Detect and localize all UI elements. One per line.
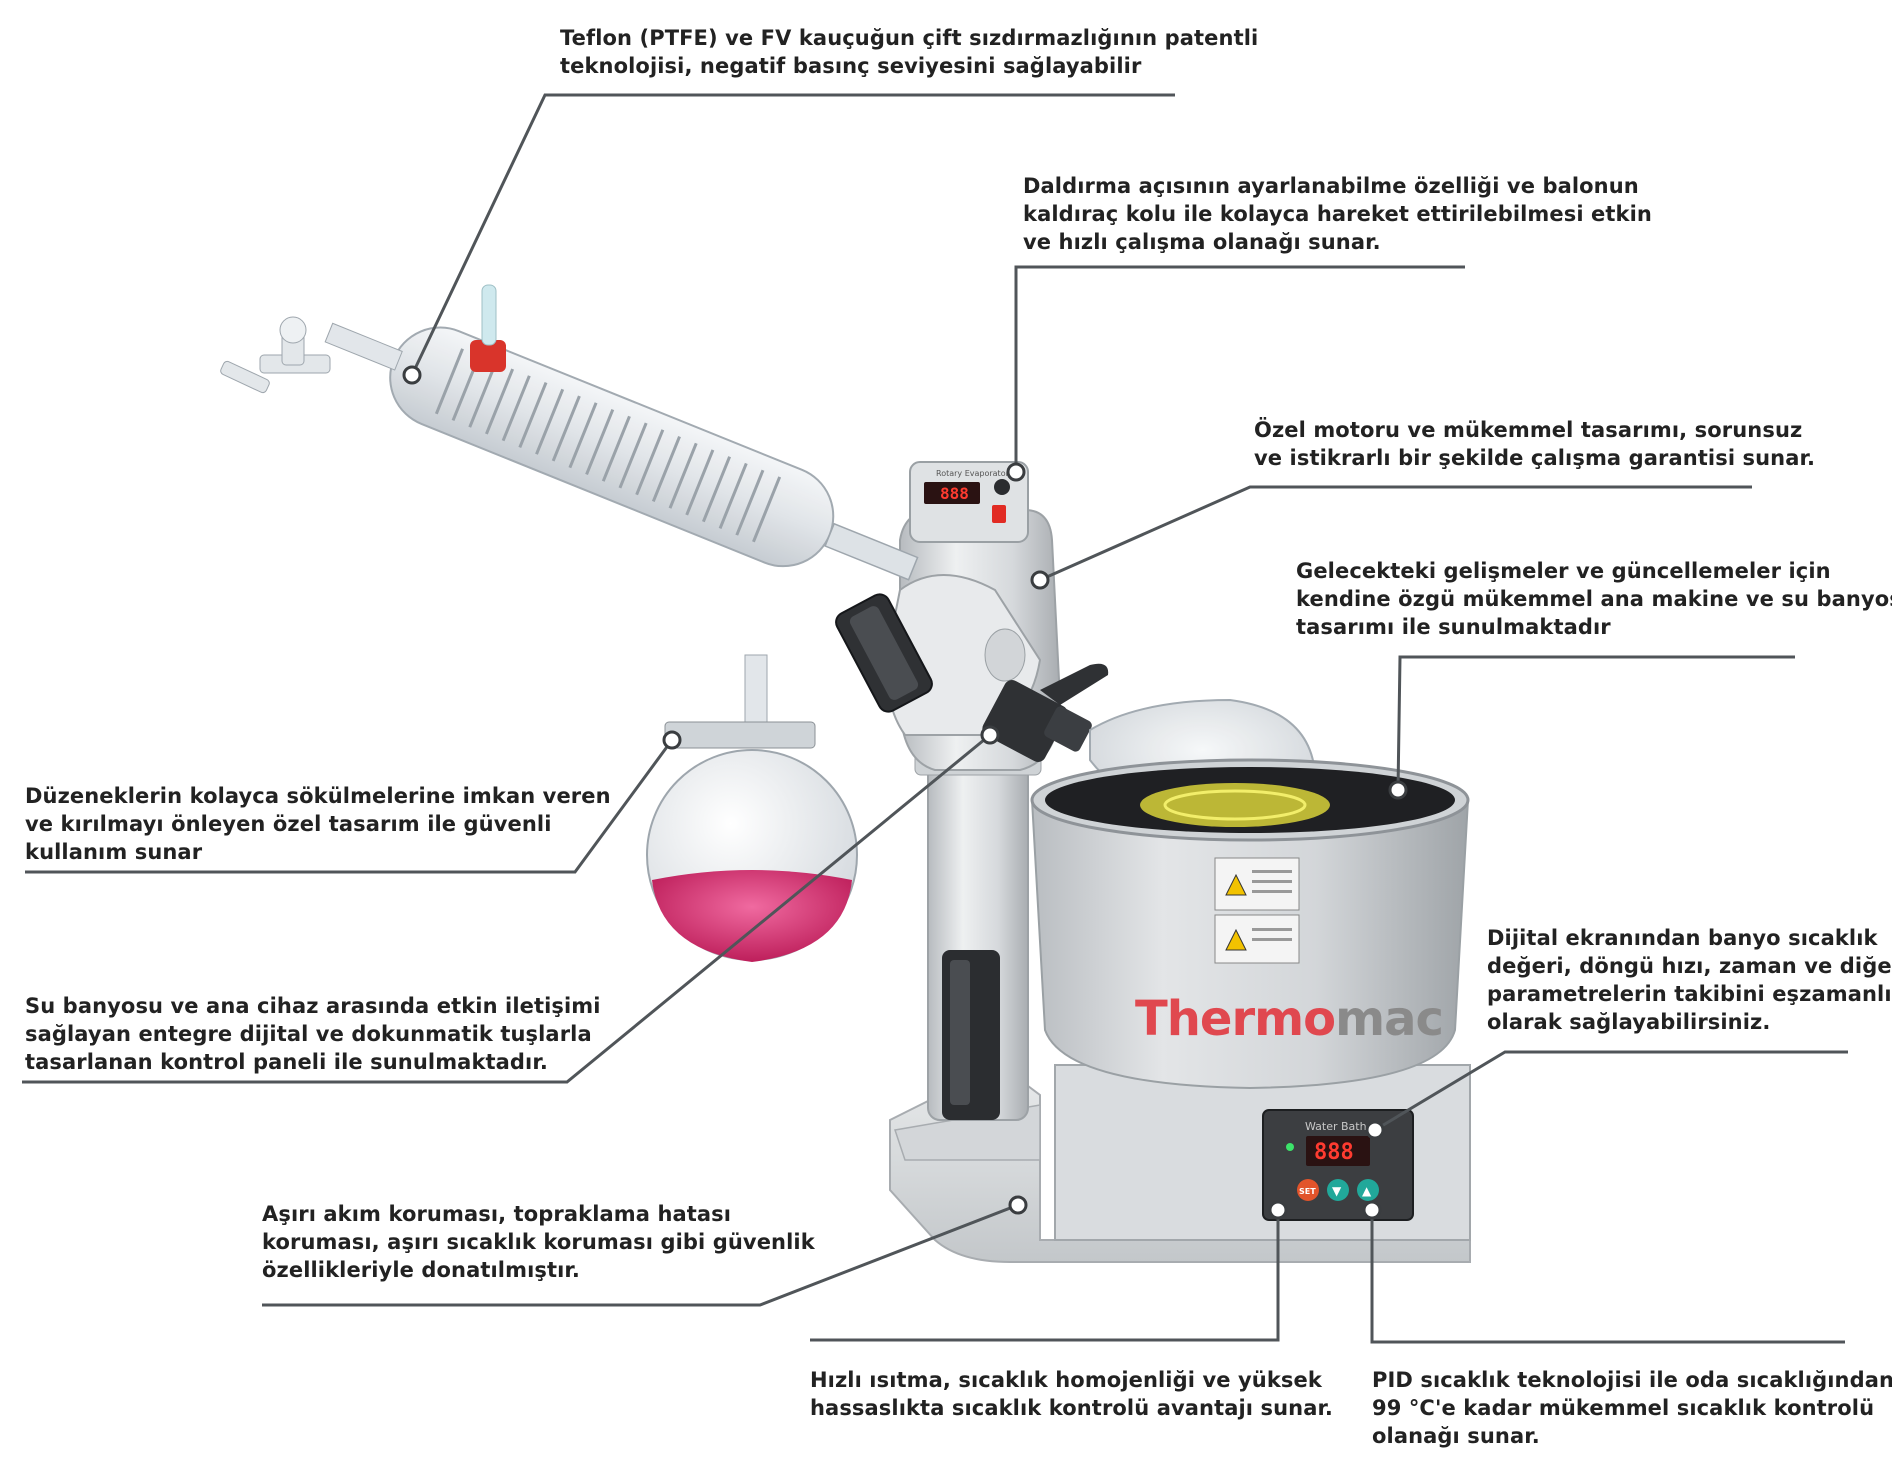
- down-button[interactable]: [1327, 1179, 1349, 1201]
- callout-asiri-line-1: Aşırı akım koruması, topraklama hatası: [262, 1202, 732, 1226]
- callout-subanyosu: Su banyosu ve ana cihaz arasında etkin i…: [25, 992, 601, 1076]
- rotovap-panel-label: Rotary Evaporator: [936, 469, 1010, 478]
- callout-subanyosu-line-3: tasarlanan kontrol paneli ile sunulmakta…: [25, 1050, 548, 1074]
- callout-daldirma-line-2: kaldıraç kolu ile kolayca hareket ettiri…: [1023, 202, 1652, 226]
- callout-pid: PID sıcaklık teknolojisi ile oda sıcaklı…: [1372, 1366, 1892, 1450]
- rotovap-display: [924, 482, 980, 504]
- callout-pid-line-1: PID sıcaklık teknolojisi ile oda sıcaklı…: [1372, 1368, 1892, 1392]
- callout-gelecek-line-2: kendine özgü mükemmel ana makine ve su b…: [1296, 587, 1892, 611]
- condenser-coil: [434, 348, 782, 543]
- callout-gelecek: Gelecekteki gelişmeler ve güncellemeler …: [1296, 557, 1892, 641]
- callout-pid-line-2: 99 °C'e kadar mükemmel sıcaklık kontrolü: [1372, 1396, 1875, 1420]
- callout-daldirma: Daldırma açısının ayarlanabilme özelliği…: [1023, 172, 1652, 256]
- device: Rotary Evaporator 888: [220, 284, 1471, 1263]
- callout-motor-line-2: ve istikrarlı bir şekilde çalışma garant…: [1254, 446, 1816, 470]
- callout-subanyosu-line-1: Su banyosu ve ana cihaz arasında etkin i…: [25, 994, 601, 1018]
- flask-clamp: [664, 721, 816, 749]
- callout-duzenek-line-1: Düzeneklerin kolayca sökülmelerine imkan…: [25, 784, 611, 808]
- callout-motor-line-1: Özel motoru ve mükemmel tasarımı, soruns…: [1254, 418, 1803, 442]
- set-button-label: SET: [1299, 1187, 1316, 1196]
- callout-subanyosu-line-2: sağlayan entegre dijital ve dokunmatik t…: [25, 1022, 592, 1046]
- callout-duzenek-line-3: kullanım sunar: [25, 840, 203, 864]
- callout-teflon: Teflon (PTFE) ve FV kauçuğun çift sızdır…: [560, 24, 1258, 80]
- bath-indicator-led: [1286, 1143, 1294, 1151]
- callout-daldirma-line-1: Daldırma açısının ayarlanabilme özelliği…: [1023, 174, 1639, 198]
- bath-display: [1306, 1136, 1370, 1166]
- flask-nut: [982, 680, 1068, 762]
- leader-teflon: [410, 93, 1175, 376]
- condenser-glass: [389, 326, 835, 568]
- bath-panel-label: Water Bath: [1305, 1120, 1367, 1133]
- warning-label-1: [1214, 857, 1300, 911]
- rotovap-display-value: 888: [940, 484, 969, 503]
- leader-pid: [1370, 1210, 1845, 1344]
- leader-daldirma: [1014, 265, 1465, 472]
- flask-liquid: [652, 870, 852, 962]
- callout-duzenek: Düzeneklerin kolayca sökülmelerine imkan…: [25, 782, 611, 866]
- set-button[interactable]: [1297, 1179, 1319, 1201]
- hose: [481, 284, 497, 346]
- lift-lever[interactable]: [1040, 663, 1109, 705]
- brand-part-1: Thermo: [1135, 991, 1335, 1047]
- rotovap-speed-knob[interactable]: [994, 479, 1010, 495]
- bath-display-value: 888: [1314, 1140, 1354, 1165]
- callout-dijital-line-2: değeri, döngü hızı, zaman ve diğer: [1487, 954, 1892, 978]
- callout-hizli-line-1: Hızlı ısıtma, sıcaklık homojenliği ve yü…: [810, 1368, 1322, 1392]
- callout-dijital-line-3: parametrelerin takibini eşzamanlı: [1487, 982, 1892, 1006]
- brand-logo: Thermomac: [1135, 991, 1443, 1047]
- leader-dots: [402, 365, 1408, 1220]
- condenser-tube: [824, 522, 919, 581]
- leader-duzenek: [25, 739, 674, 874]
- leader-asiri: [262, 1203, 1019, 1307]
- callout-dijital-line-1: Dijital ekranından banyo sıcaklık: [1487, 926, 1878, 950]
- callout-hizli-line-2: hassaslıkta sıcaklık kontrolü avantajı s…: [810, 1396, 1333, 1420]
- callout-hizli: Hızlı ısıtma, sıcaklık homojenliği ve yü…: [810, 1366, 1333, 1422]
- leader-motor: [1039, 485, 1752, 582]
- receiver-neck: [744, 654, 768, 726]
- up-button[interactable]: [1357, 1179, 1379, 1201]
- callout-daldirma-line-3: ve hızlı çalışma olanağı sunar.: [1023, 230, 1381, 254]
- brand-part-2: mac: [1335, 991, 1443, 1047]
- callout-asiri: Aşırı akım koruması, topraklama hatası k…: [262, 1200, 815, 1284]
- callout-gelecek-line-3: tasarımı ile sunulmaktadır: [1296, 615, 1611, 639]
- leader-gelecek: [1396, 655, 1795, 791]
- leader-lines: [22, 93, 1848, 1344]
- rotovap-power-switch[interactable]: [992, 505, 1006, 523]
- callout-teflon-line-1: Teflon (PTFE) ve FV kauçuğun çift sızdır…: [560, 26, 1259, 50]
- condenser-inlet: [324, 322, 403, 371]
- callout-gelecek-line-1: Gelecekteki gelişmeler ve güncellemeler …: [1296, 559, 1831, 583]
- callout-pid-line-3: olanağı sunar.: [1372, 1424, 1540, 1448]
- leader-hizli: [810, 1210, 1280, 1342]
- up-icon: ▲: [1362, 1184, 1372, 1198]
- callout-motor: Özel motoru ve mükemmel tasarımı, soruns…: [1254, 416, 1815, 472]
- down-icon: ▼: [1332, 1184, 1342, 1198]
- stopcock: [220, 316, 331, 394]
- callout-asiri-line-2: koruması, aşırı sıcaklık koruması gibi g…: [262, 1230, 815, 1254]
- callout-dijital: Dijital ekranından banyo sıcaklık değeri…: [1487, 924, 1892, 1036]
- callout-asiri-line-3: özellikleriyle donatılmıştır.: [262, 1258, 580, 1282]
- leader-subanyosu: [22, 733, 991, 1084]
- callout-teflon-line-2: teknolojisi, negatif basınç seviyesini s…: [560, 54, 1142, 78]
- callout-dijital-line-4: olarak sağlayabilirsiniz.: [1487, 1010, 1771, 1034]
- callout-duzenek-line-2: ve kırılmayı önleyen özel tasarım ile gü…: [25, 812, 552, 836]
- leader-dijital: [1374, 1050, 1848, 1132]
- red-cap: [470, 340, 506, 372]
